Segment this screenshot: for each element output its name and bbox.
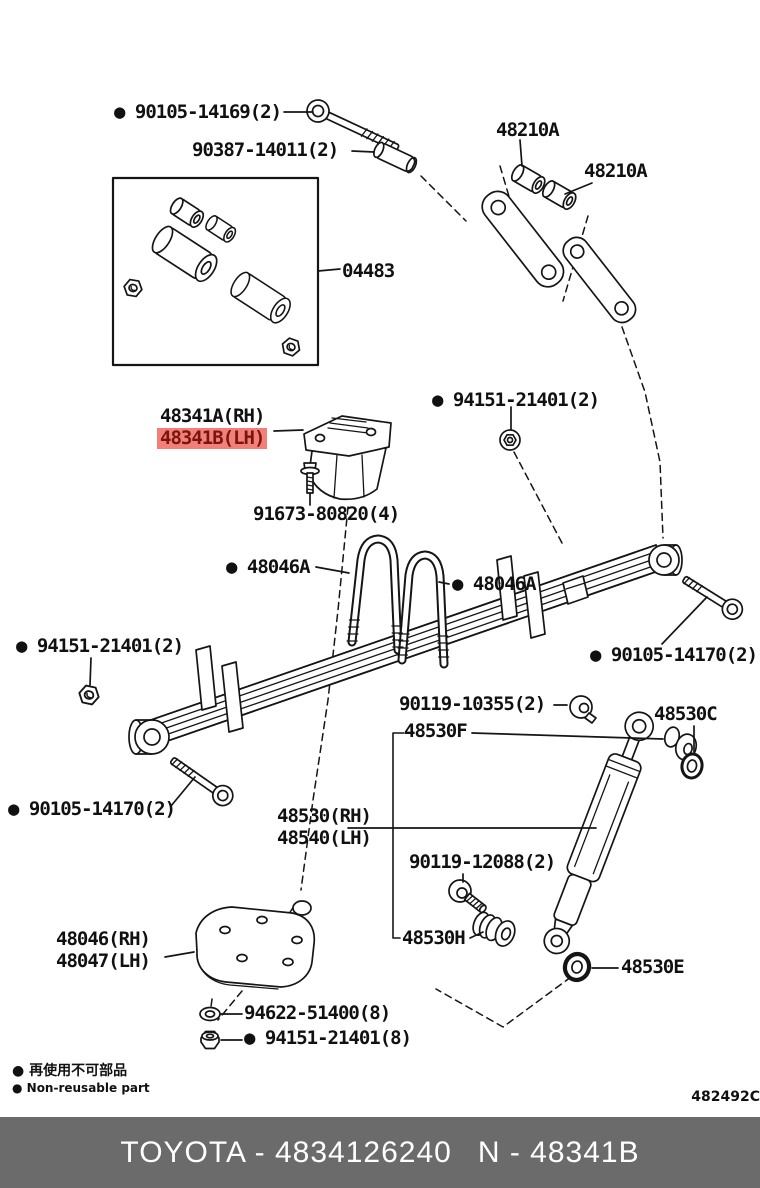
diagram-code: 482492C [691, 1089, 760, 1105]
part-label-48341b-lh-highlighted: 48341B(LH) [157, 428, 268, 449]
bushing-48530h-drawing [472, 911, 516, 947]
part-label-90105-14170-right: ● 90105-14170(2) [590, 644, 758, 666]
part-label-48046a-left: ● 48046A [226, 556, 311, 578]
part-label-48046-rh: 48046(RH) [56, 928, 151, 950]
part-label-48047-lh: 48047(LH) [56, 950, 151, 972]
bolt-90105-14170-right-drawing [682, 575, 744, 621]
nut-94151-bottom-drawing [200, 1030, 220, 1050]
nut-94151-left-drawing [76, 683, 102, 707]
part-label-90105-14169: ● 90105-14169(2) [114, 101, 282, 123]
spring-hanger-48341-drawing [303, 415, 392, 501]
bolt-90105-14170-left-drawing [169, 757, 234, 807]
bushing-kit-04483-drawing [111, 176, 320, 367]
washer-48530e-drawing [562, 951, 592, 983]
part-label-90119-12088: 90119-12088(2) [409, 851, 556, 873]
nut-90119-10355-drawing [569, 695, 597, 724]
part-label-90105-14170-left: ● 90105-14170(2) [8, 798, 176, 820]
part-label-48341a-rh: 48341A(RH) [160, 405, 265, 427]
part-label-48530e: 48530E [621, 956, 685, 978]
part-label-48530-rh: 48530(RH) [277, 805, 372, 827]
part-label-94622-51400: 94622-51400(8) [244, 1002, 391, 1024]
bolt-91673-80820-drawing [300, 462, 320, 494]
footer-reference-number: N - 48341B [477, 1135, 640, 1169]
spring-seat-48046-drawing [195, 900, 316, 990]
part-label-90387-14011: 90387-14011(2) [192, 139, 339, 161]
part-label-94151-21401-upper: ● 94151-21401(2) [432, 389, 600, 411]
part-label-48530h: 48530H [402, 927, 466, 949]
u-bolts-48046a-drawing [346, 534, 450, 669]
leader-lines [89, 111, 708, 1041]
shock-absorber-48530-drawing [543, 711, 655, 955]
bolt-90119-12088-drawing [448, 879, 487, 914]
legend: ● 再使用不可部品 ● Non-reusable part [12, 1062, 150, 1096]
part-label-94151-21401-bottom: ● 94151-21401(8) [244, 1027, 412, 1049]
part-label-04483: 04483 [342, 260, 395, 282]
shackle-48210-drawing [481, 162, 637, 324]
part-label-48540-lh: 48540(LH) [277, 827, 372, 849]
part-label-48210a-right: 48210A [584, 160, 648, 182]
part-label-90119-10355: 90119-10355(2) [399, 693, 546, 715]
construction-dashed-lines [210, 165, 664, 1028]
part-label-48530c: 48530C [654, 703, 718, 725]
legend-non-reusable-en: ● Non-reusable part [12, 1081, 150, 1095]
washer-48530c-drawing [680, 752, 704, 780]
legend-non-reusable-jp: ● 再使用不可部品 [12, 1063, 128, 1079]
part-label-94151-21401-left: ● 94151-21401(2) [16, 635, 184, 657]
washer-94622-drawing [199, 1006, 221, 1022]
collar-90387-14011-drawing [373, 141, 418, 174]
part-label-48530f: 48530F [404, 720, 468, 742]
footer-toyota-part-number: TOYOTA - 4834126240 [120, 1135, 452, 1169]
part-label-48046a-right: ● 48046A [452, 573, 537, 595]
footer-part-bar: TOYOTA - 4834126240 N - 48341B [0, 1117, 760, 1188]
part-label-48210a-top: 48210A [496, 119, 560, 141]
bolt-90105-14169-drawing [306, 99, 400, 152]
nut-94151-upper-drawing [499, 429, 521, 451]
part-label-91673-80820: 91673-80820(4) [253, 503, 400, 525]
